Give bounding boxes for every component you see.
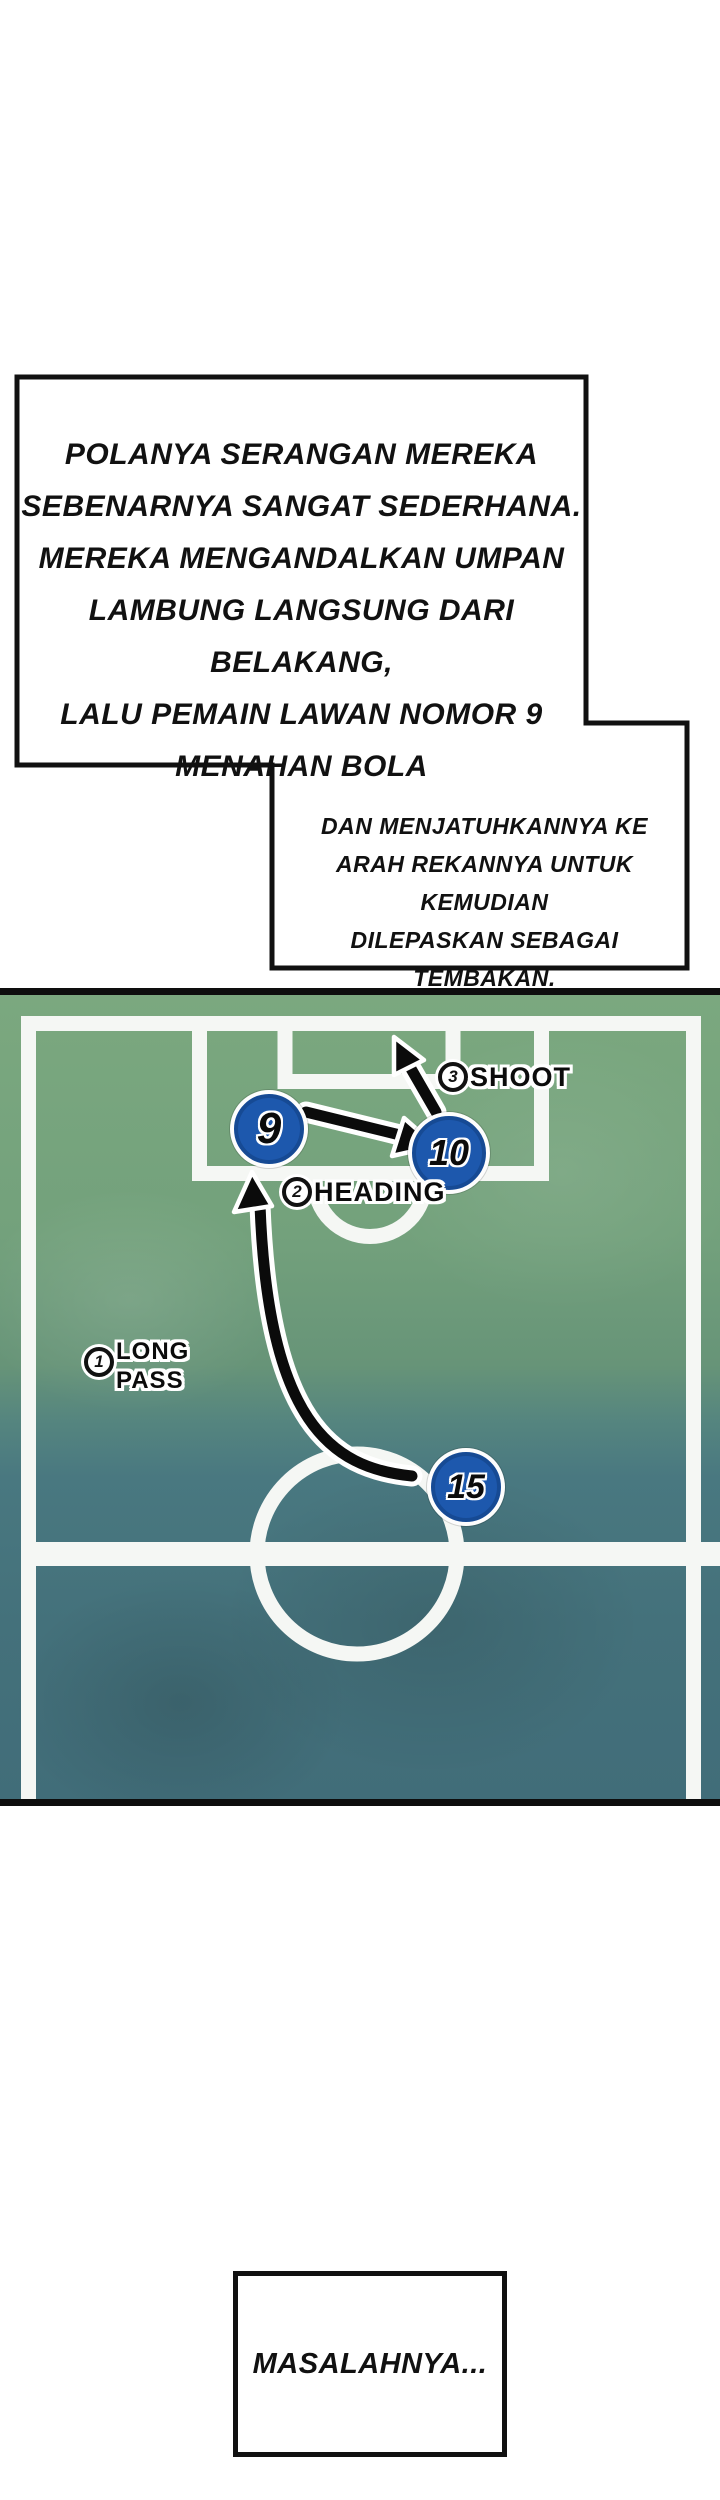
speech-line: MASALAHNYA... — [252, 2347, 488, 2380]
pitch-top-line — [21, 1016, 701, 1031]
halfway-line — [21, 1542, 720, 1566]
pass-arrow — [300, 1106, 410, 1142]
speech-bubble-1: POLANYA SERANGAN MEREKA SEBENARNYA SANGA… — [17, 429, 586, 793]
soccer-field-panel — [0, 988, 720, 1806]
pitch-right-line — [686, 1016, 701, 1799]
speech-bubble-2: DAN MENJATUHKANNYA KE ARAH REKANNYA UNTU… — [292, 807, 677, 997]
shoot-arrowhead — [391, 1034, 427, 1078]
penalty-box — [192, 1016, 549, 1181]
player-marker-15: 15 — [427, 1448, 505, 1526]
field-lines — [21, 1016, 720, 1799]
speech-line: LALU PEMAIN LAWAN NOMOR 9 — [60, 698, 543, 731]
player-marker-9: 9 — [230, 1090, 308, 1168]
player-number: 15 — [447, 1467, 485, 1506]
speech-bubble-shape — [14, 374, 690, 971]
step-number: 1 — [94, 1352, 104, 1371]
long-pass-arrowhead — [231, 1169, 275, 1215]
speech-line: DAN MENJATUHKANNYA KE — [321, 813, 648, 839]
step-1-label-long-pass: LONG PASS — [116, 1337, 189, 1395]
long-pass-arrow-casing — [249, 1194, 423, 1487]
player-number: 9 — [256, 1104, 282, 1153]
speech-line: POLANYA SERANGAN MEREKA — [64, 438, 539, 471]
speech-line: MEREKA MENGANDALKAN UMPAN — [38, 542, 565, 575]
player-number: 10 — [428, 1132, 470, 1173]
speech-line: LAMBUNG LANGSUNG DARI BELAKANG, — [88, 594, 515, 679]
step-label-line: LONG — [116, 1338, 190, 1365]
speech-line: SEBENARNYA SANGAT SEDERHANA. — [21, 490, 582, 523]
speech-bubble-3: MASALAHNYA... — [233, 2271, 507, 2457]
step-1-number-badge: 1 — [84, 1347, 114, 1377]
step-2-number-badge: 2 — [282, 1177, 312, 1207]
speech-line: DILEPASKAN SEBAGAI TEMBAKAN. — [350, 927, 619, 991]
step-2-label-heading: HEADING — [314, 1177, 446, 1207]
step-3-number-badge: 3 — [438, 1062, 468, 1092]
step-label-line: PASS — [116, 1367, 184, 1394]
player-marker-10: 10 — [408, 1112, 490, 1194]
speech-bubble-outline — [14, 374, 690, 971]
speech-line: MENAHAN BOLA — [175, 750, 428, 783]
long-pass-arrow — [254, 1199, 418, 1482]
step-number: 2 — [292, 1182, 302, 1201]
step-3-label-shoot: SHOOT — [470, 1062, 572, 1092]
goal-box — [277, 1016, 461, 1089]
step-number: 3 — [448, 1067, 458, 1086]
pitch-left-line — [21, 1016, 36, 1799]
speech-line: ARAH REKANNYA UNTUK KEMUDIAN — [336, 851, 633, 915]
penalty-arc — [307, 1180, 433, 1244]
